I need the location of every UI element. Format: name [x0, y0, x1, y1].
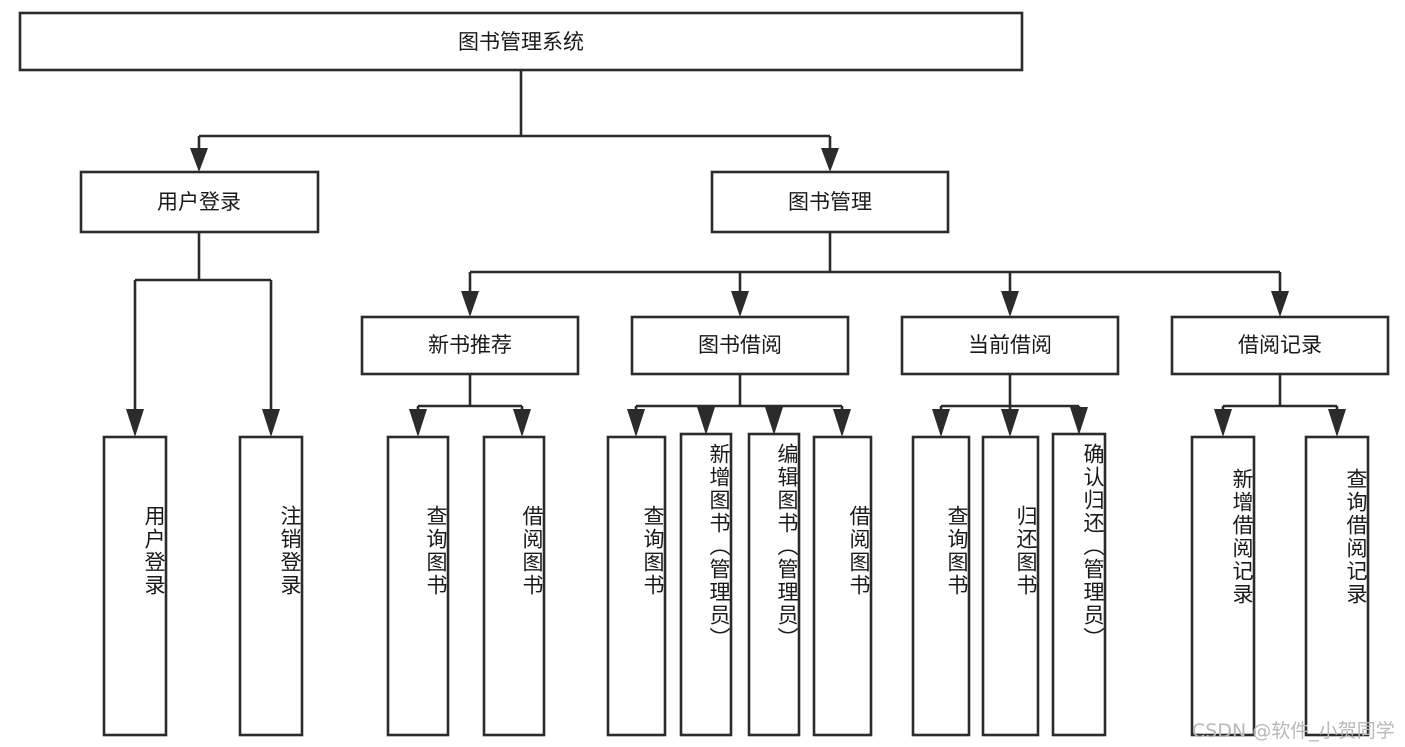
arrow-to-leaf-borrow-book-1 [513, 409, 531, 437]
node-leaf-add-record[interactable] [1190, 435, 1256, 737]
node-book-borrow[interactable] [630, 315, 850, 376]
node-book-management-system[interactable] [18, 11, 1024, 72]
label-borrow-record: 借阅记录 [1238, 333, 1322, 357]
arrow-to-leaf-query-book-3 [932, 409, 950, 437]
node-leaf-query-book-3[interactable] [911, 435, 971, 737]
arrow-to-leaf-query-book-1 [409, 409, 427, 437]
arrow-to-leaf-return-book [1001, 409, 1019, 437]
node-borrow-record[interactable] [1170, 315, 1390, 376]
node-leaf-add-book[interactable] [679, 432, 733, 737]
label-current-borrow: 当前借阅 [968, 333, 1052, 357]
label-layer: 图书管理系统 用户登录 图书管理 新书推荐 图书借阅 当前借阅 借阅记录 [157, 30, 1322, 357]
arrow-to-new-book-recommend [461, 291, 479, 317]
label-new-book-recommend: 新书推荐 [428, 333, 512, 357]
arrow-to-leaf-user-login [126, 409, 144, 437]
arrow-to-leaf-add-record [1214, 409, 1232, 437]
node-leaf-edit-book[interactable] [747, 432, 801, 737]
label-user-login: 用户登录 [157, 190, 241, 214]
node-leaf-query-book-2[interactable] [606, 435, 667, 737]
arrow-to-leaf-query-book-2 [627, 409, 645, 437]
node-leaf-return-book[interactable] [981, 435, 1040, 737]
label-book-borrow: 图书借阅 [698, 333, 782, 357]
label-book-manage: 图书管理 [788, 190, 872, 214]
connector-layer [126, 70, 1346, 437]
arrow-to-leaf-edit-book [765, 407, 783, 435]
node-leaf-user-login[interactable] [102, 435, 168, 737]
node-new-book-recommend[interactable] [360, 315, 580, 376]
arrow-to-current-borrow [1001, 291, 1019, 317]
arrow-to-leaf-confirm-return [1070, 407, 1088, 435]
arrow-to-leaf-user-logout [262, 409, 280, 437]
node-leaf-user-logout[interactable] [238, 435, 304, 737]
node-leaf-query-record[interactable] [1304, 435, 1370, 737]
arrow-to-borrow-record [1271, 291, 1289, 317]
arrow-to-leaf-add-book [697, 407, 715, 435]
arrow-to-leaf-borrow-book-2 [833, 409, 851, 437]
arrow-to-book-borrow [731, 291, 749, 317]
node-leaf-borrow-book-1[interactable] [482, 435, 546, 737]
arrow-to-leaf-query-record [1328, 409, 1346, 437]
node-leaf-borrow-book-2[interactable] [812, 435, 873, 737]
arrow-root-to-book-manage [821, 148, 839, 172]
node-current-borrow[interactable] [900, 315, 1120, 376]
label-book-management-system: 图书管理系统 [458, 30, 584, 54]
node-leaf-query-book-1[interactable] [386, 435, 450, 737]
node-layer [18, 11, 1390, 737]
node-leaf-confirm-return[interactable] [1051, 432, 1107, 737]
arrow-root-to-user-login [190, 148, 208, 172]
csdn-watermark: CSDN @软件_小贺同学 [1192, 720, 1395, 742]
node-book-manage[interactable] [710, 170, 950, 234]
node-user-login[interactable] [79, 170, 320, 234]
